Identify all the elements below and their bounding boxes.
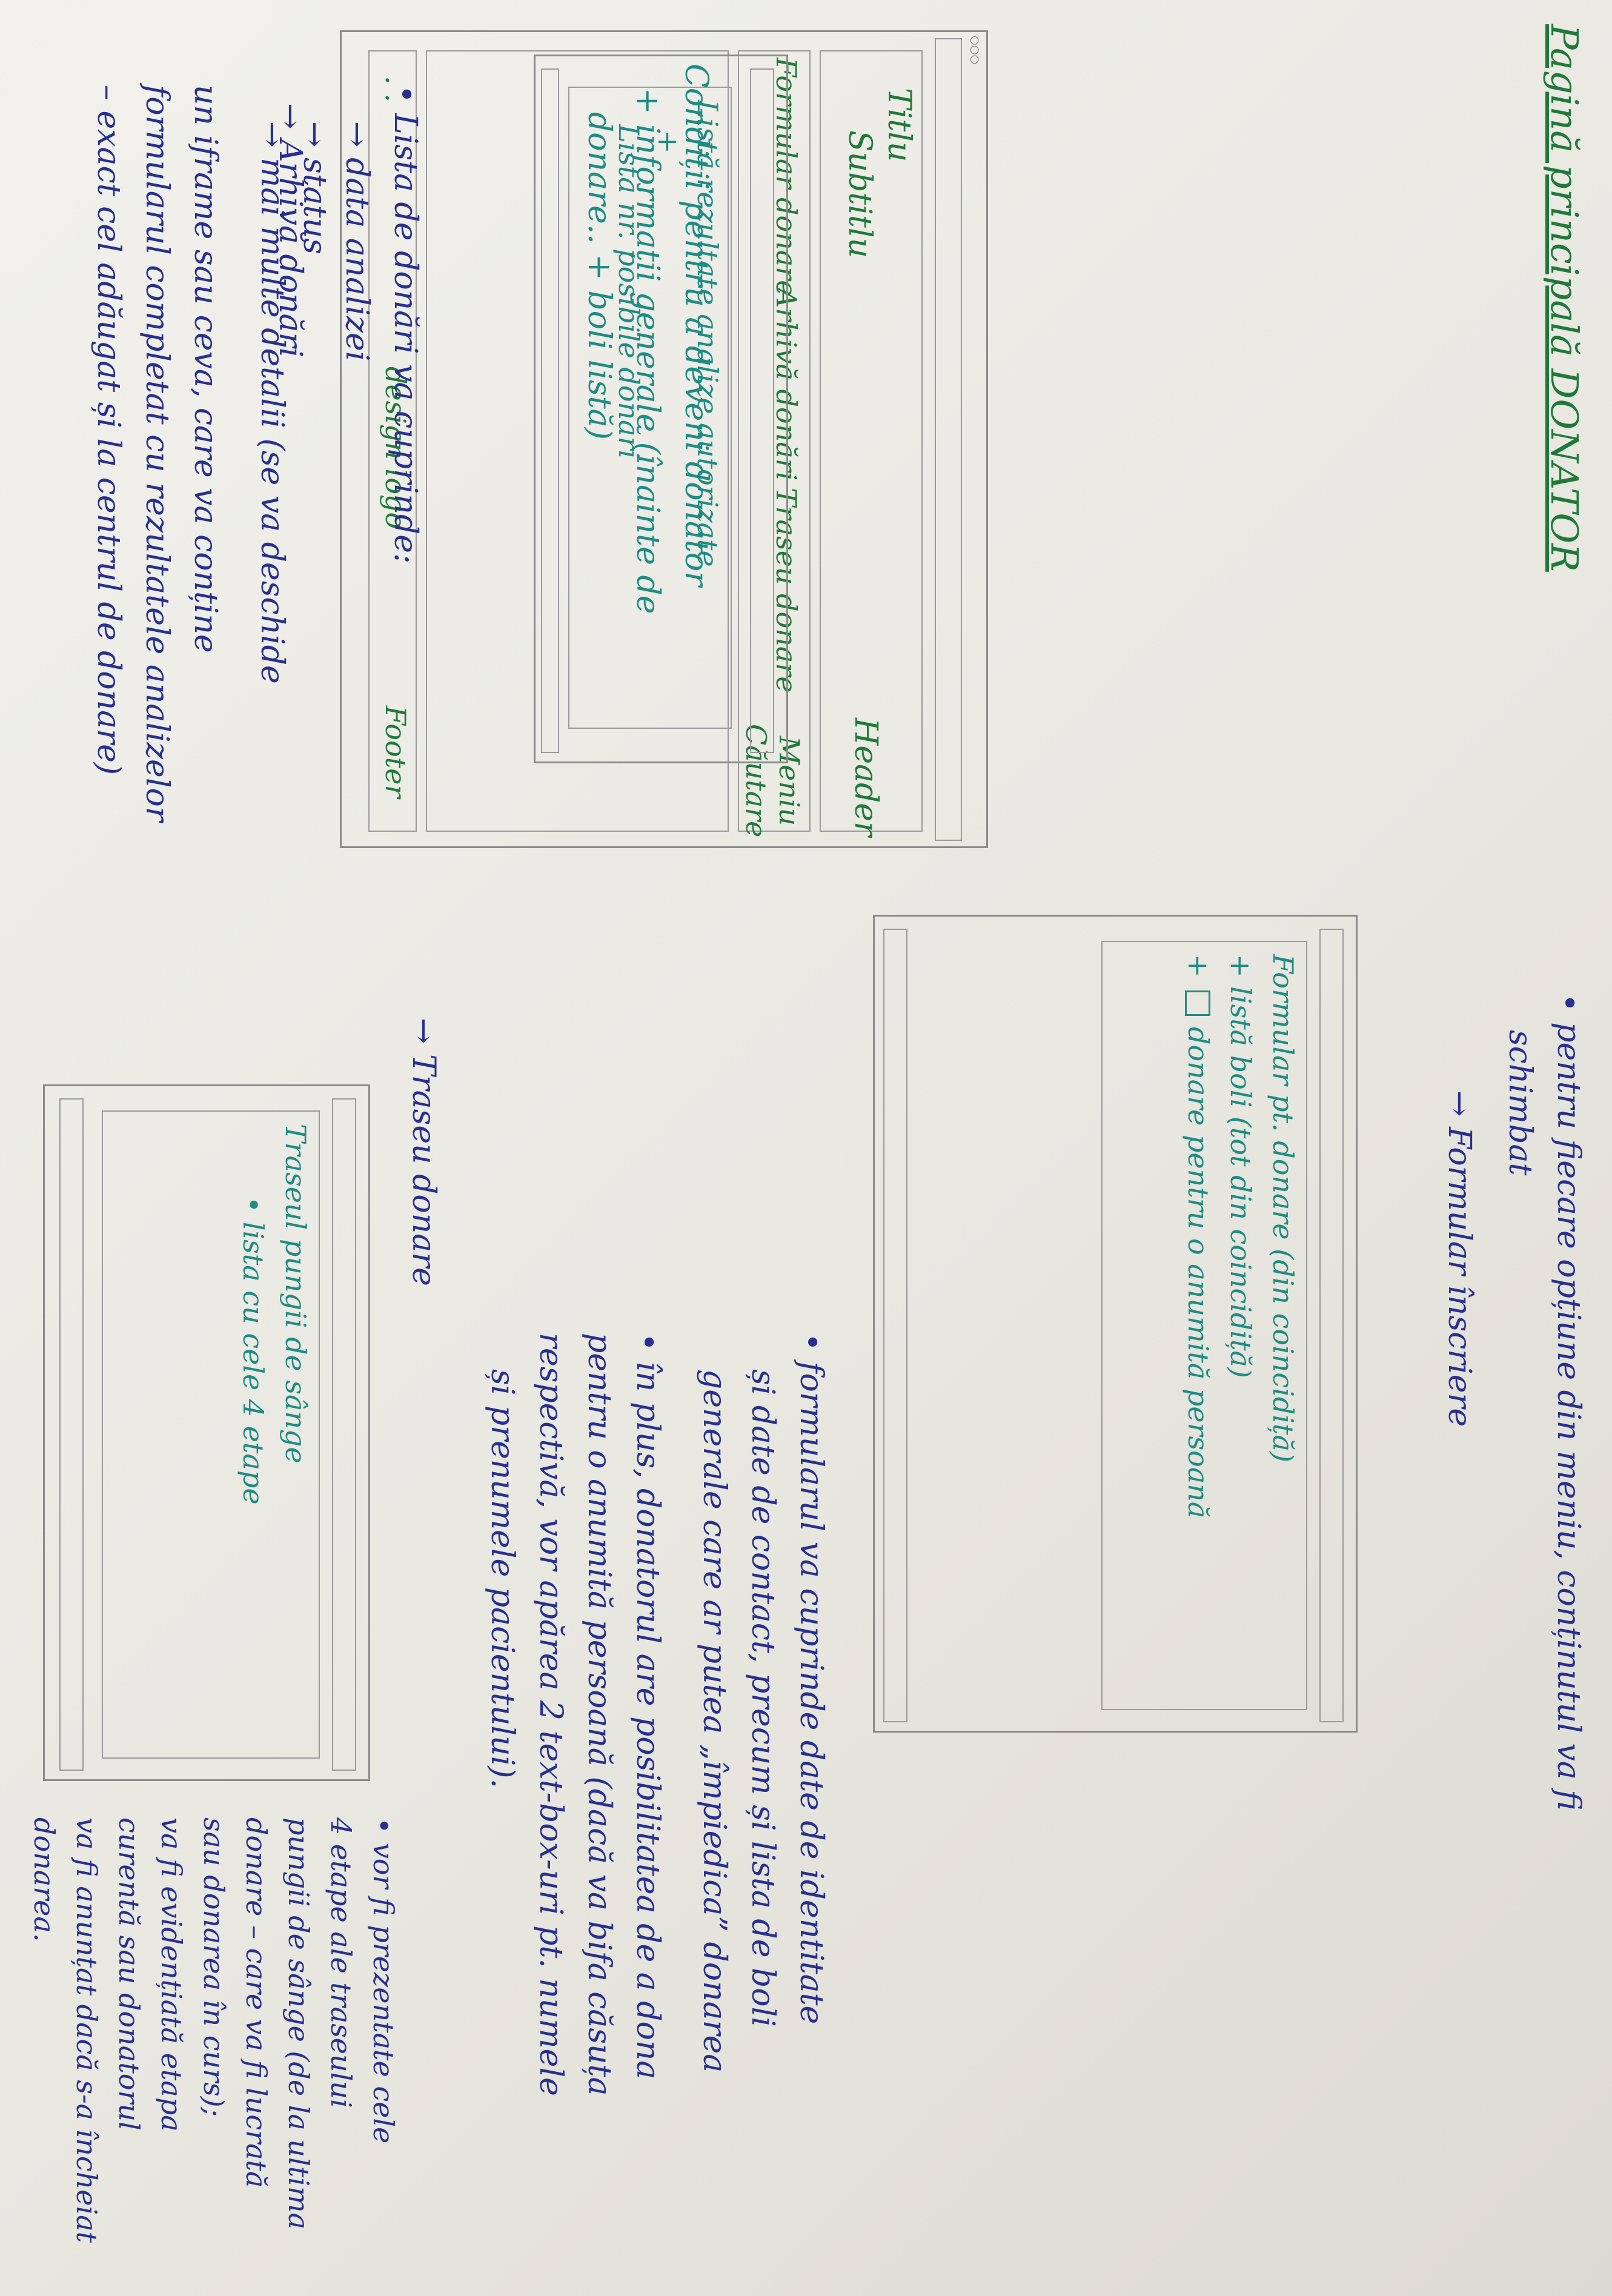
traseu-note-5: sau donarea în curs); xyxy=(197,1817,230,2117)
form-bottom-bar xyxy=(883,929,907,1722)
menu-note-bullet: • pentru fiecare opțiune din meniu, conț… xyxy=(1550,994,1587,1811)
traseu-top-bar xyxy=(332,1098,356,1771)
form-content-area: Formular pt. donare (din coincidiță) + l… xyxy=(1101,941,1307,1710)
traseu-content-area: Traseul pungii de sânge • lista cu cele … xyxy=(102,1110,320,1759)
traseu-box-item: • lista cu cele 4 etape xyxy=(237,1196,270,1505)
wireframe-header-box: Titlu Subtitlu Header xyxy=(820,50,923,837)
wireframe-traseu-window: Traseul pungii de sânge • lista cu cele … xyxy=(43,1084,370,1781)
form-line-2: + listă boli (tot din coincidiță) xyxy=(1224,954,1257,1378)
window-controls-icon: ○○○ xyxy=(969,36,981,65)
archive-cont-3: – exact cel adăugat și la centrul de don… xyxy=(90,85,127,775)
page-title: Pagină principală DONATOR xyxy=(1542,24,1587,572)
archive-item-1: → data analizei xyxy=(339,121,375,362)
archive-bullet: • Lista de donări va cuprinde: xyxy=(387,85,423,564)
traseu-note-2: 4 etape ale traseului xyxy=(325,1817,357,2108)
form-desc-5: pentru o anumită persoană (dacă va bifa … xyxy=(581,1333,617,2096)
form-plus: + xyxy=(1182,954,1215,978)
archive-cont-2: formularul completat cu rezultatele anal… xyxy=(139,85,175,822)
archive-list-area: Listă rezultate analize autorizate + Lis… xyxy=(568,87,732,729)
form-line-3: donare pentru o anumită persoană xyxy=(1182,1027,1215,1519)
archive-item-2: → status xyxy=(296,121,333,254)
traseu-note-9: donarea. xyxy=(28,1817,61,1942)
traseu-note-1: • vor fi prezentate cele xyxy=(367,1817,400,2144)
checkbox-icon xyxy=(1185,990,1210,1016)
traseu-bottom-bar xyxy=(59,1098,84,1771)
archive-top-bar xyxy=(750,68,774,753)
traseu-box-title: Traseul pungii de sânge xyxy=(279,1124,312,1464)
wireframe-header-label: Header xyxy=(847,718,884,837)
archive-list-title: Listă rezultate analize autorizate xyxy=(691,100,724,567)
form-line-1: Formular pt. donare (din coincidiță) xyxy=(1267,954,1299,1462)
traseu-heading: → Traseu donare xyxy=(405,1018,442,1286)
archive-item-3: → mai multe detalii (se va deschide xyxy=(254,121,290,684)
archive-plus: + xyxy=(652,130,685,154)
traseu-note-7: curentă sau donatorul xyxy=(113,1817,145,2131)
form-desc-4: • în plus, donatorul are posibilitatea d… xyxy=(629,1333,666,2080)
archive-cont-1: un iframe sau ceva, care va conține xyxy=(187,85,224,653)
archive-bottom-bar xyxy=(541,68,559,753)
form-desc-2: și date de contact, precum și lista de b… xyxy=(745,1369,781,2027)
traseu-note-6: va fi evidențiată etapa xyxy=(155,1817,188,2132)
form-desc-1: • formularul va cuprinde date de identit… xyxy=(793,1333,829,2025)
address-bar xyxy=(935,38,962,841)
traseu-note-4: donare – care va fi lucrată xyxy=(240,1817,273,2188)
form-desc-7: și prenumele pacientului). xyxy=(484,1369,520,1789)
form-desc-6: respectivă, vor apărea 2 text-box-uri pt… xyxy=(532,1333,569,2096)
archive-list-sub: Listă nr. posibile donări xyxy=(612,124,645,459)
traseu-note-8: va fi anunțat dacă s-a încheiat xyxy=(70,1817,103,2243)
wireframe-form-window: Formular pt. donare (din coincidiță) + l… xyxy=(873,915,1358,1733)
footer-label: Footer xyxy=(379,706,412,798)
form-desc-3: generale care ar putea „împiedica” donar… xyxy=(696,1369,732,2073)
form-top-bar xyxy=(1319,929,1344,1722)
wireframe-subtitle: Subtitlu xyxy=(841,130,878,258)
traseu-note-3: pungii de sânge (de la ultima xyxy=(282,1817,315,2230)
wireframe-title: Titlu xyxy=(881,88,917,162)
form-heading: → Formular înscriere xyxy=(1441,1090,1478,1427)
wireframe-archive-window: Listă rezultate analize autorizate + Lis… xyxy=(534,55,788,763)
menu-note-bullet-cont: schimbat xyxy=(1502,1030,1538,1176)
